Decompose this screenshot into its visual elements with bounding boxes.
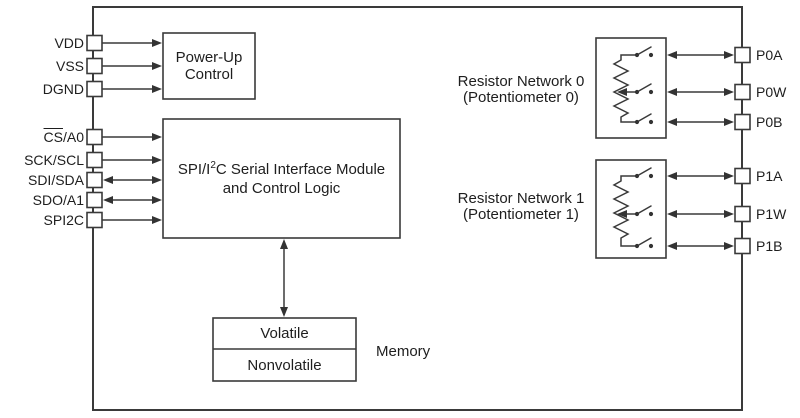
pin-dgnd <box>86 80 103 98</box>
right-pin-arrows <box>667 51 734 250</box>
pin-p1w <box>734 205 751 223</box>
switch-blade <box>636 113 652 123</box>
pin-label-p1w: P1W <box>756 206 787 222</box>
pin-label-text: VSS <box>55 58 84 74</box>
pin-p1a <box>734 167 751 185</box>
switch-blade <box>636 237 652 247</box>
resistor-0-zigzag <box>612 54 637 123</box>
pin-p0b <box>734 113 751 131</box>
pin-label-spi2c: SPI2C <box>0 212 84 228</box>
pin-vss <box>86 57 103 75</box>
serial-interface-line1-pre: SPI/I <box>177 160 211 178</box>
pin-label-p1b: P1B <box>756 238 783 254</box>
sdo-a1-arrow <box>103 196 162 204</box>
cs-a0-arrow <box>102 133 162 141</box>
p1a-arrow <box>667 172 734 180</box>
pin-label-overline: CS <box>43 129 63 145</box>
switch-contacts <box>634 52 654 125</box>
switch-blade <box>636 46 652 56</box>
serial-interface-line1-post: C Serial Interface Module <box>215 160 386 178</box>
pin-label-text: DGND <box>42 81 84 97</box>
spi2c-arrow <box>102 216 162 224</box>
pin-spi2c <box>86 211 103 229</box>
network-1-line2: (Potentiometer 1) <box>463 206 579 223</box>
resistor-network-0-label: Resistor Network 0 (Potentiometer 0) <box>440 74 602 106</box>
resistor-network-1-box <box>595 159 667 259</box>
serial-interface-label: SPI/I2C Serial Interface Module and Cont… <box>163 119 400 238</box>
pin-label-p0a: P0A <box>756 47 783 63</box>
pin-p0a <box>734 46 751 64</box>
p0w-arrow <box>667 88 734 96</box>
pin-label-text: SDI/SDA <box>27 172 84 188</box>
memory-label: Memory <box>376 343 431 360</box>
left-pin-arrows <box>102 39 162 224</box>
switch-blade <box>636 83 652 93</box>
p1b-arrow <box>667 242 734 250</box>
pin-label-text: /A0 <box>62 129 84 145</box>
resistor-network-0-box <box>595 37 667 139</box>
pin-label-p0w: P0W <box>756 84 787 100</box>
resistor-1-zigzag <box>612 175 637 247</box>
sdi-sda-arrow <box>103 176 162 184</box>
network-0-line2: (Potentiometer 0) <box>463 89 579 106</box>
pin-label-text: SPI2C <box>43 212 84 228</box>
switch-contacts <box>634 173 654 249</box>
pin-label-vdd: VDD <box>0 35 84 51</box>
resistor-network-1-label: Resistor Network 1 (Potentiometer 1) <box>440 191 602 223</box>
pin-p1b <box>734 237 751 255</box>
pin-label-sck-scl: SCK/SCL <box>0 152 84 168</box>
serial-interface-line1: SPI/I2C Serial Interface Module <box>178 160 385 179</box>
pin-label-p1a: P1A <box>756 168 783 184</box>
dgnd-arrow <box>102 85 162 93</box>
resistor-network-1-symbol <box>612 167 654 249</box>
memory-volatile-label: Volatile <box>260 325 309 342</box>
power-up-control-box <box>162 32 256 100</box>
resistor-network-0-symbol <box>612 46 654 125</box>
p0b-arrow <box>667 118 734 126</box>
pin-p0w <box>734 83 751 101</box>
network-1-line1: Resistor Network 1 <box>457 190 585 207</box>
vss-arrow <box>102 62 162 70</box>
memory-nonvolatile-label: Nonvolatile <box>247 356 322 374</box>
p0a-arrow <box>667 51 734 59</box>
pin-cs-a0 <box>86 128 103 146</box>
pin-sck-scl <box>86 151 103 169</box>
sck-scl-arrow <box>102 156 162 164</box>
memory-arrow <box>280 239 288 317</box>
switch-blade <box>636 167 652 177</box>
pin-label-vss: VSS <box>0 58 84 74</box>
pin-sdo-a1 <box>86 191 103 209</box>
pin-label-sdo-a1: SDO/A1 <box>0 192 84 208</box>
power-up-line1: Power-Up <box>175 49 243 66</box>
wiper-arrowhead <box>617 88 627 96</box>
serial-interface-box <box>162 118 401 239</box>
power-up-control-label: Power-Up Control <box>163 33 255 99</box>
p1w-arrow <box>667 210 734 218</box>
serial-interface-line2: and Control Logic <box>222 179 341 197</box>
pin-sdi-sda <box>86 171 103 189</box>
pin-label-cs-a0: CS/A0 <box>0 129 84 145</box>
pin-label-sdi-sda: SDI/SDA <box>0 172 84 188</box>
vdd-arrow <box>102 39 162 47</box>
pin-label-text: SCK/SCL <box>24 152 84 168</box>
pin-label-text: SDO/A1 <box>32 192 84 208</box>
pin-vdd <box>86 34 103 52</box>
serial-interface-superscript: 2 <box>210 159 216 171</box>
wiper-arrowhead <box>617 210 627 218</box>
power-up-line2: Control <box>184 66 234 83</box>
switch-blade <box>636 205 652 215</box>
pin-label-dgnd: DGND <box>0 81 84 97</box>
pin-squares <box>86 34 751 255</box>
pin-label-text: VDD <box>54 35 84 51</box>
pin-label-p0b: P0B <box>756 114 783 130</box>
network-0-line1: Resistor Network 0 <box>457 73 585 90</box>
